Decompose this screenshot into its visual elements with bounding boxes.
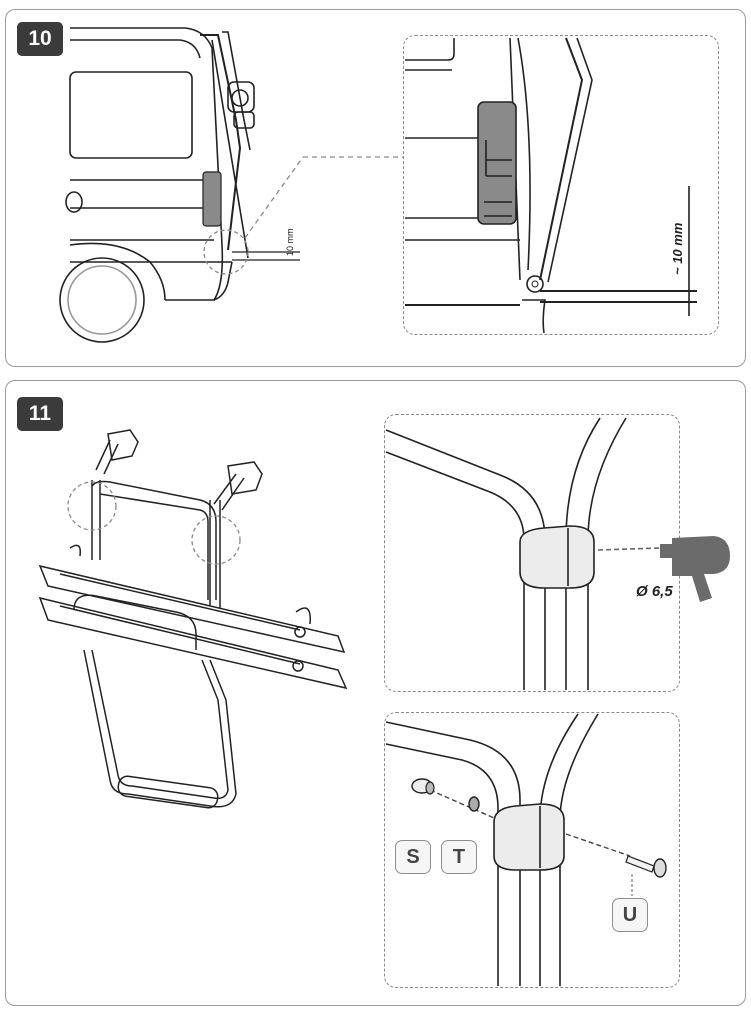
part-t-label: T [441, 840, 477, 874]
step-11-badge: 11 [17, 397, 63, 431]
step-10-large-dimension-label: ~ 10 mm [670, 222, 685, 275]
drill-size-label: Ø 6,5 [636, 583, 673, 600]
part-s-label: S [395, 840, 431, 874]
bolt-part [625, 855, 667, 878]
step-10-badge: 10 [17, 22, 63, 56]
cap-nut-part [411, 778, 435, 795]
step-10-panel [5, 9, 746, 367]
washer-part [468, 796, 480, 812]
step-11-bolt-detail-zoom [384, 712, 680, 988]
step-10-small-dimension-label: 10 mm [285, 228, 295, 256]
drill-icon [660, 536, 730, 602]
part-u-label: U [612, 898, 648, 932]
step-10-detail-zoom [403, 35, 719, 335]
